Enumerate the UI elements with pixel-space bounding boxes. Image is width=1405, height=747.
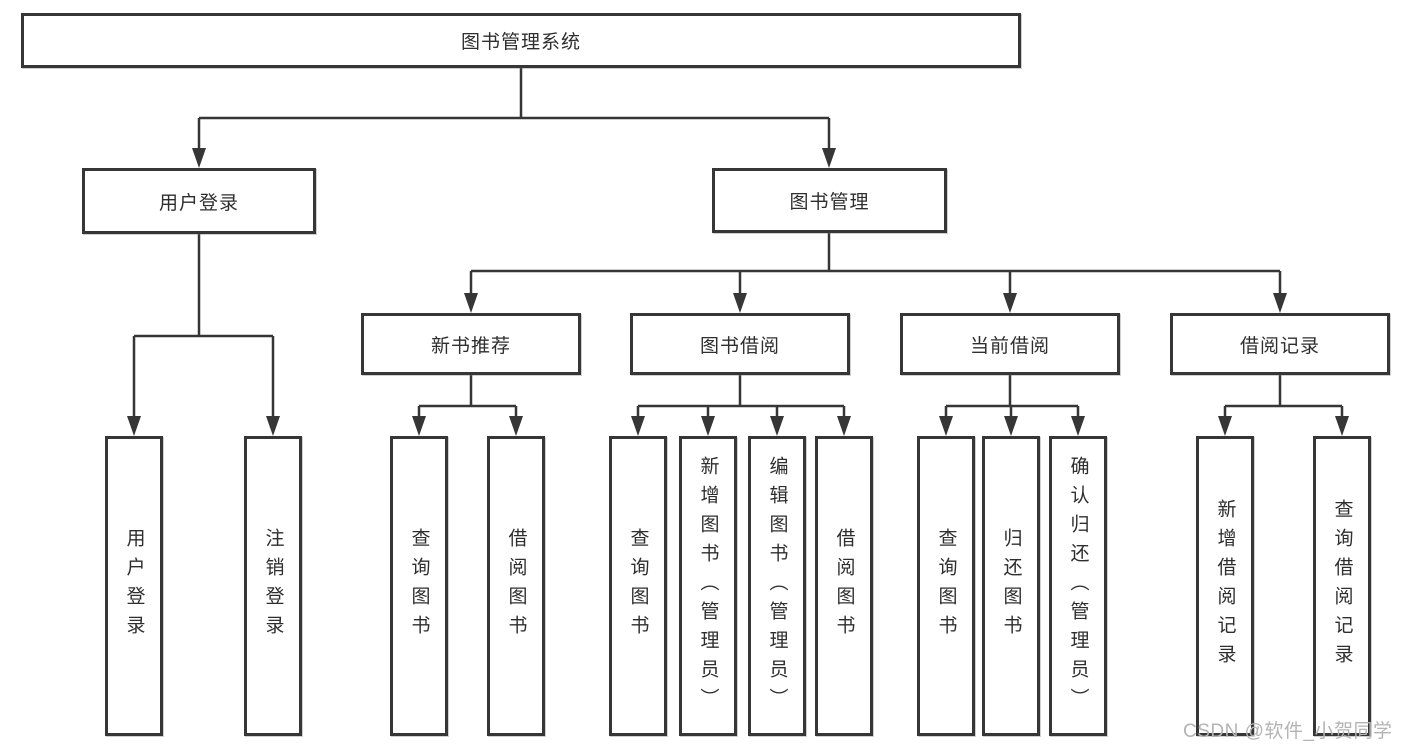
node-leaf-query-books-borrow: 查询图书 bbox=[609, 436, 667, 736]
node-leaf-borrow-books-recommend: 借阅图书 bbox=[487, 436, 545, 736]
leaf-label: 借阅图书 bbox=[505, 528, 527, 644]
node-library-management-system: 图书管理系统 bbox=[21, 13, 1021, 68]
node-book-management: 图书管理 bbox=[712, 168, 947, 233]
leaf-label: 查询图书 bbox=[627, 528, 649, 644]
node-leaf-edit-books-admin: 编辑图书（管理员） bbox=[748, 436, 806, 736]
node-book-borrow: 图书借阅 bbox=[630, 313, 850, 375]
node-leaf-logout: 注销登录 bbox=[244, 436, 302, 736]
leaf-label: 编辑图书（管理员） bbox=[766, 455, 788, 717]
leaf-label: 查询图书 bbox=[408, 528, 430, 644]
node-leaf-query-books-recommend: 查询图书 bbox=[390, 436, 448, 736]
node-current-borrow: 当前借阅 bbox=[900, 313, 1120, 375]
node-leaf-user-login: 用户登录 bbox=[105, 436, 163, 736]
node-leaf-query-books-current: 查询图书 bbox=[917, 436, 975, 736]
leaf-label: 确认归还（管理员） bbox=[1067, 455, 1089, 717]
node-new-book-recommend: 新书推荐 bbox=[361, 313, 581, 375]
leaf-label: 查询图书 bbox=[935, 528, 957, 644]
leaf-label: 新增借阅记录 bbox=[1214, 499, 1236, 673]
csdn-watermark: CSDN @软件_小贺同学 bbox=[1183, 721, 1393, 742]
leaf-label: 借阅图书 bbox=[833, 528, 855, 644]
node-leaf-query-borrow-record: 查询借阅记录 bbox=[1313, 436, 1371, 736]
node-leaf-add-borrow-record: 新增借阅记录 bbox=[1196, 436, 1254, 736]
leaf-label: 注销登录 bbox=[262, 528, 284, 644]
leaf-label: 查询借阅记录 bbox=[1331, 499, 1353, 673]
node-user-login: 用户登录 bbox=[82, 168, 316, 234]
node-leaf-borrow-books: 借阅图书 bbox=[815, 436, 873, 736]
node-leaf-confirm-return-admin: 确认归还（管理员） bbox=[1049, 436, 1107, 736]
node-leaf-add-books-admin: 新增图书（管理员） bbox=[679, 436, 737, 736]
leaf-label: 用户登录 bbox=[123, 528, 145, 644]
node-leaf-return-books: 归还图书 bbox=[982, 436, 1040, 736]
leaf-label: 新增图书（管理员） bbox=[697, 455, 719, 717]
node-borrow-records: 借阅记录 bbox=[1170, 313, 1390, 375]
leaf-label: 归还图书 bbox=[1000, 528, 1022, 644]
